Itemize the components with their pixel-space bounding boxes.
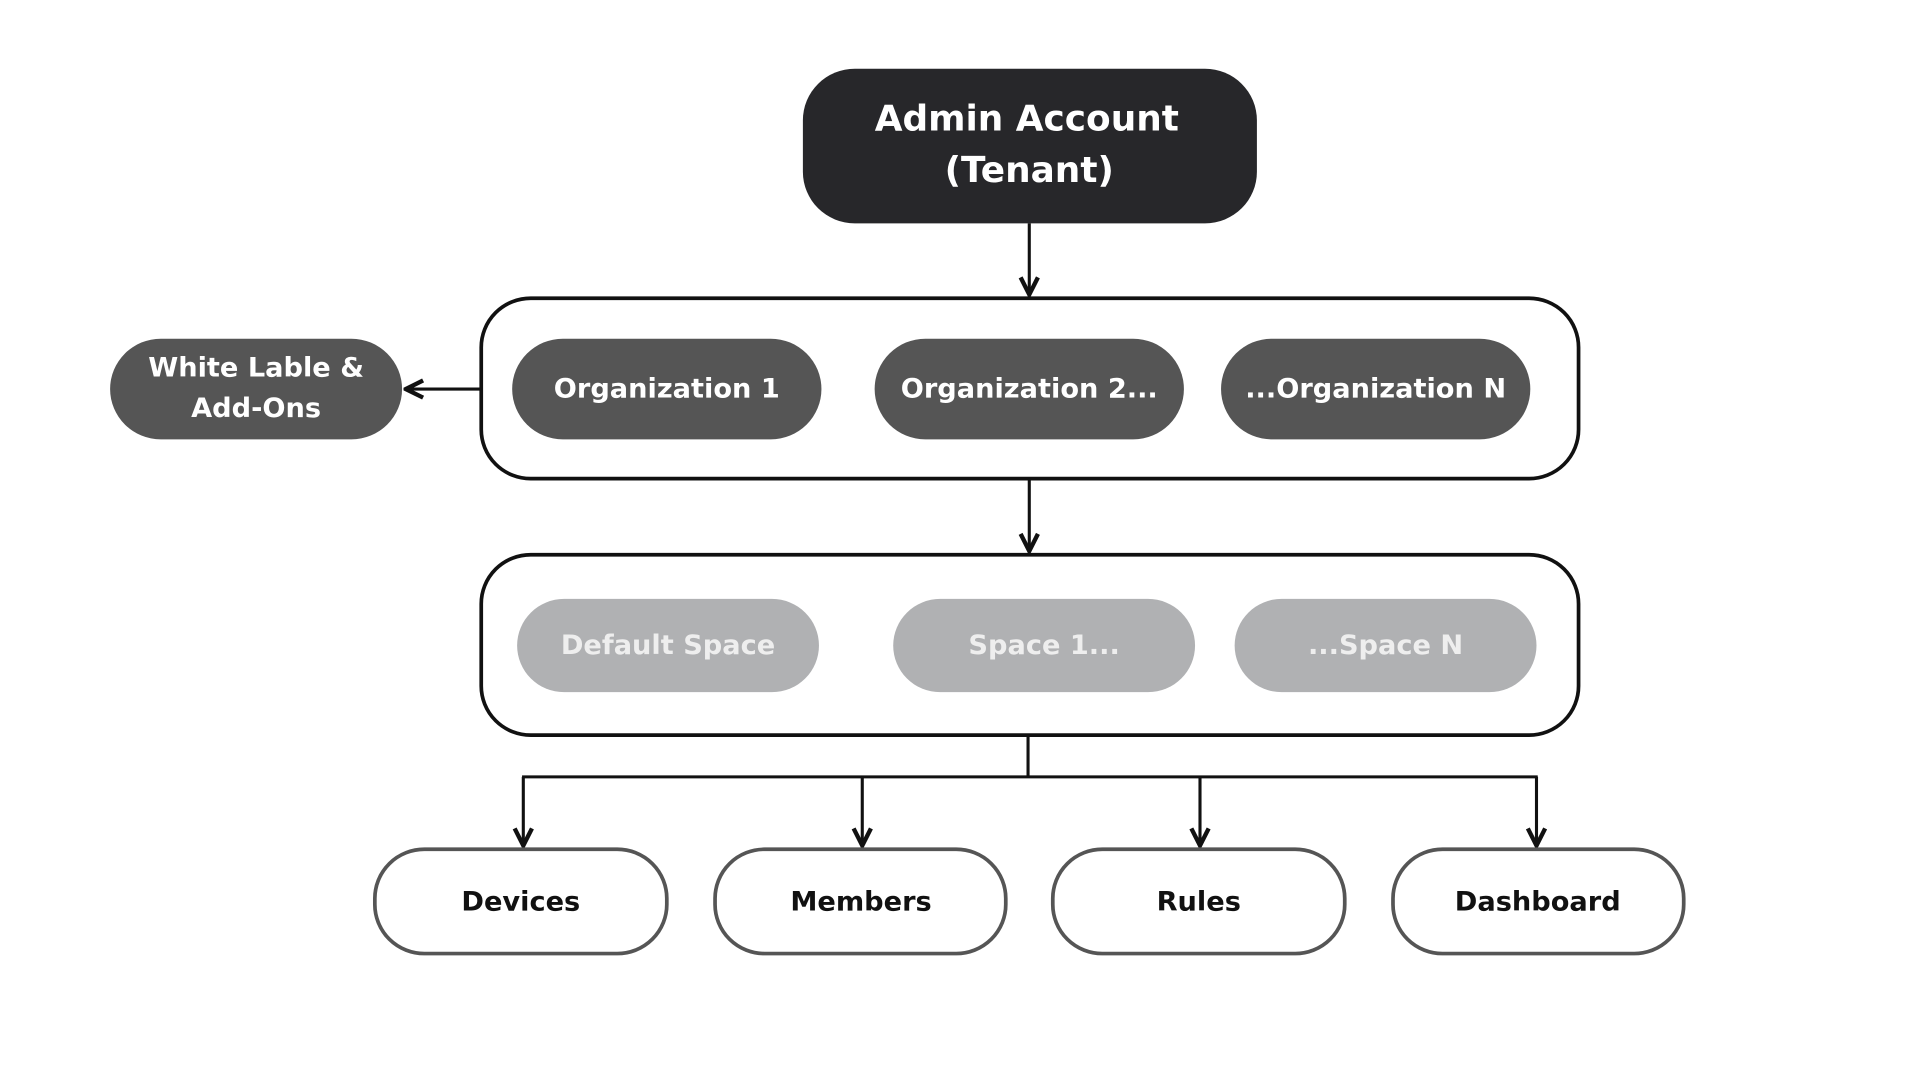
organization-node: Organization 1 bbox=[512, 338, 822, 440]
admin-account-label: Admin Account bbox=[875, 99, 1179, 140]
space-label: Space 1... bbox=[968, 630, 1119, 661]
admin-account-node: Admin Account (Tenant) bbox=[802, 68, 1257, 224]
organization-node: Organization 2... bbox=[874, 338, 1184, 440]
tenant-label: (Tenant) bbox=[945, 150, 1114, 191]
organization-label: Organization 1 bbox=[554, 374, 780, 405]
add-ons-label: Add-Ons bbox=[191, 393, 321, 424]
space-label: ...Space N bbox=[1308, 630, 1463, 661]
organization-label: ...Organization N bbox=[1245, 374, 1506, 405]
organization-label: Organization 2... bbox=[901, 374, 1158, 405]
dashboard-label: Dashboard bbox=[1455, 887, 1621, 918]
members-node: Members bbox=[713, 847, 1008, 956]
devices-node: Devices bbox=[372, 847, 669, 956]
white-label-node: White Lable & Add-Ons bbox=[110, 338, 403, 440]
space-node: ...Space N bbox=[1234, 598, 1537, 693]
white-label-label: White Lable & bbox=[148, 353, 364, 384]
spaces-container bbox=[479, 552, 1581, 737]
devices-label: Devices bbox=[461, 887, 580, 918]
rules-label: Rules bbox=[1157, 887, 1241, 918]
members-label: Members bbox=[790, 887, 931, 918]
space-node: Default Space bbox=[517, 598, 819, 693]
rules-node: Rules bbox=[1050, 847, 1347, 956]
branch-connector bbox=[522, 736, 1538, 845]
organization-node: ...Organization N bbox=[1221, 338, 1531, 440]
space-label: Default Space bbox=[561, 630, 775, 661]
space-node: Space 1... bbox=[893, 598, 1196, 693]
dashboard-node: Dashboard bbox=[1391, 847, 1686, 956]
